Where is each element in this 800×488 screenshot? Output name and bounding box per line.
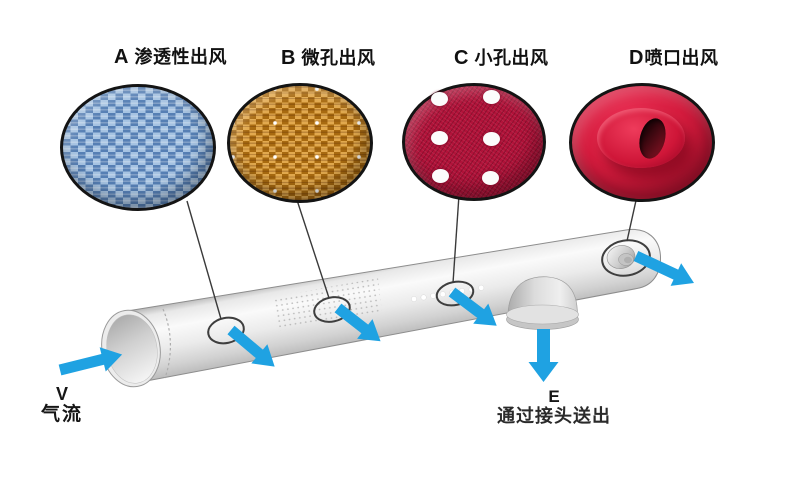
- outlet-marker-d: [601, 239, 651, 277]
- inlet-arrow-v: [58, 347, 123, 376]
- outlet-b-name: 微孔出风: [301, 48, 376, 69]
- outlet-marker-a: [207, 316, 245, 345]
- outlet-d-letter: D: [629, 47, 644, 69]
- outlet-a-label: A 渗透性出风: [114, 47, 227, 67]
- duct-inlet-opening: [101, 309, 161, 388]
- duct-tube: [106, 228, 662, 383]
- duct-seam: [162, 308, 172, 379]
- outlet-a-letter: A: [114, 46, 129, 68]
- nozzle-stub: [606, 245, 636, 269]
- outlet-arrow-a: [227, 325, 275, 367]
- fabric-hole: [483, 132, 500, 146]
- branch-e-name: 通过接头送出: [497, 405, 611, 426]
- branch-e-letter: E: [548, 387, 560, 406]
- fabric-hole: [431, 131, 448, 145]
- fabric-hole: [431, 92, 448, 106]
- pointer-line-b: [295, 196, 330, 299]
- branch-arrow-e: [528, 329, 559, 382]
- outlet-arrow-d: [633, 251, 695, 286]
- inlet-v-letter: V: [55, 384, 68, 404]
- pointer-line-c: [452, 194, 460, 284]
- outlet-arrow-c: [448, 287, 497, 326]
- inlet-v-name: 气流: [40, 403, 83, 425]
- pointer-lines: [186, 194, 638, 320]
- outlet-d-name: 喷口出风: [644, 48, 719, 69]
- fabric-hole: [482, 171, 499, 185]
- outlet-b-label: B 微孔出风: [281, 48, 375, 68]
- outlet-c-letter: C: [454, 47, 469, 69]
- fabric-hole: [432, 169, 449, 183]
- fabric-swatch-c-small-holes: [402, 83, 546, 201]
- outlet-a-name: 渗透性出风: [134, 47, 227, 68]
- fabric-hole: [483, 90, 500, 104]
- fabric-swatch-b-micro-holes: [227, 83, 373, 203]
- micro-perforation-dots: [274, 278, 382, 331]
- outlet-c-label: C 小孔出风: [454, 48, 548, 68]
- fabric-swatch-d-nozzle: [569, 83, 715, 202]
- airflow-arrows: [58, 251, 695, 382]
- branch-e-label: E 通过接头送出: [486, 387, 622, 426]
- pointer-line-d: [626, 195, 638, 242]
- outlet-d-label: D 喷口出风: [629, 48, 718, 68]
- fabric-swatch-a-permeable: [60, 84, 216, 211]
- outlet-arrow-b: [334, 303, 381, 342]
- branch-spigot: [506, 276, 579, 330]
- outlet-c-name: 小孔出风: [474, 48, 549, 69]
- inlet-v-label: V 气流: [36, 384, 88, 425]
- outlet-b-letter: B: [281, 47, 296, 69]
- pointer-line-a: [186, 200, 222, 320]
